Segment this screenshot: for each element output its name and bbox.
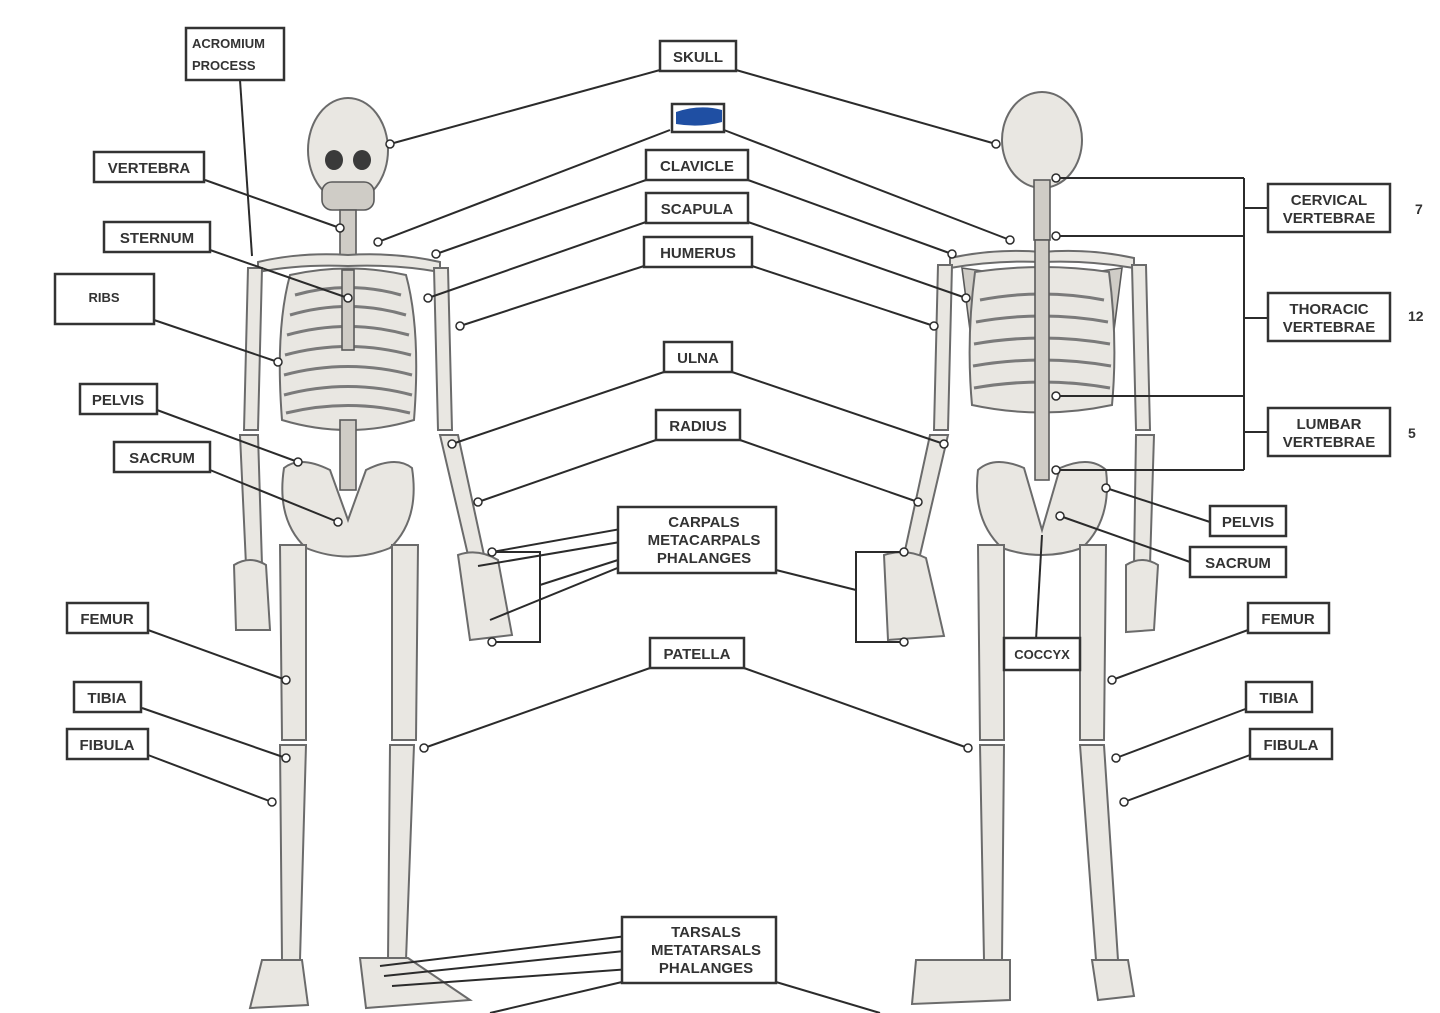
back-skeleton xyxy=(884,92,1158,1004)
label-pelvis-right: PELVIS xyxy=(1210,506,1286,536)
label-metatarsals-text: METATARSALS xyxy=(651,942,761,959)
label-acromium-line1: ACROMIUM xyxy=(192,36,265,51)
label-tibia-right-text: TIBIA xyxy=(1259,690,1298,707)
label-acromium-process: ACROMIUM PROCESS xyxy=(186,28,284,80)
label-fibula-right-text: FIBULA xyxy=(1264,737,1319,754)
label-ribs: RIBS xyxy=(55,274,154,324)
label-radius: RADIUS xyxy=(656,410,740,440)
label-fibula-left-text: FIBULA xyxy=(80,737,135,754)
label-coccyx-text: COCCYX xyxy=(1014,647,1070,662)
label-ulna-text: ULNA xyxy=(677,350,719,367)
label-femur-right-text: FEMUR xyxy=(1261,611,1314,628)
label-humerus-text: HUMERUS xyxy=(660,245,736,262)
label-tarsals-text: TARSALS xyxy=(671,924,741,941)
label-hand-group: CARPALS METACARPALS PHALANGES xyxy=(618,507,776,573)
label-skull-text: SKULL xyxy=(673,49,723,66)
label-thoracic-line1: THORACIC xyxy=(1289,301,1368,318)
label-vertebra-text: VERTEBRA xyxy=(108,160,191,177)
label-ulna: ULNA xyxy=(664,342,732,372)
label-foot-group: TARSALS METATARSALS PHALANGES xyxy=(622,917,776,983)
label-lumbar-line1: LUMBAR xyxy=(1297,416,1362,433)
label-tibia-left-text: TIBIA xyxy=(87,690,126,707)
label-femur-right: FEMUR xyxy=(1248,603,1329,633)
label-sternum-text: STERNUM xyxy=(120,230,194,247)
label-fibula-left: FIBULA xyxy=(67,729,148,759)
label-clavicle: CLAVICLE xyxy=(646,150,748,180)
label-femur-left: FEMUR xyxy=(67,603,148,633)
label-acromium-line2: PROCESS xyxy=(192,58,256,73)
label-pelvis-left: PELVIS xyxy=(80,384,157,414)
label-thoracic: THORACIC VERTEBRAE xyxy=(1268,293,1390,341)
label-humerus: HUMERUS xyxy=(644,237,752,267)
count-thoracic: 12 xyxy=(1408,308,1424,324)
label-sacrum-left: SACRUM xyxy=(114,442,210,472)
label-foot-phalanges-text: PHALANGES xyxy=(659,960,753,977)
label-cervical-line2: VERTEBRAE xyxy=(1283,210,1376,227)
count-lumbar: 5 xyxy=(1408,425,1416,441)
label-sacrum-right-text: SACRUM xyxy=(1205,555,1271,572)
label-pelvis-right-text: PELVIS xyxy=(1222,514,1274,531)
label-patella-text: PATELLA xyxy=(664,646,731,663)
redaction-mark xyxy=(676,107,722,125)
label-radius-text: RADIUS xyxy=(669,418,727,435)
label-tibia-left: TIBIA xyxy=(74,682,141,712)
label-femur-left-text: FEMUR xyxy=(80,611,133,628)
label-lumbar: LUMBAR VERTEBRAE xyxy=(1268,408,1390,456)
label-scapula: SCAPULA xyxy=(646,193,748,223)
label-skull: SKULL xyxy=(660,41,736,71)
label-sacrum-right: SACRUM xyxy=(1190,547,1286,577)
label-thoracic-line2: VERTEBRAE xyxy=(1283,319,1376,336)
label-clavicle-text: CLAVICLE xyxy=(660,158,734,175)
front-skeleton xyxy=(234,98,512,1008)
label-fibula-right: FIBULA xyxy=(1250,729,1332,759)
label-hand-phalanges-text: PHALANGES xyxy=(657,550,751,567)
label-pelvis-left-text: PELVIS xyxy=(92,392,144,409)
label-sternum: STERNUM xyxy=(104,222,210,252)
label-ribs-text: RIBS xyxy=(88,290,119,305)
label-metacarpals-text: METACARPALS xyxy=(648,532,761,549)
label-vertebra: VERTEBRA xyxy=(94,152,204,182)
label-patella: PATELLA xyxy=(650,638,744,668)
count-cervical: 7 xyxy=(1415,201,1423,217)
label-lumbar-line2: VERTEBRAE xyxy=(1283,434,1376,451)
label-sacrum-left-text: SACRUM xyxy=(129,450,195,467)
label-cervical-line1: CERVICAL xyxy=(1291,192,1367,209)
label-scapula-text: SCAPULA xyxy=(661,201,734,218)
label-tibia-right: TIBIA xyxy=(1246,682,1312,712)
label-coccyx: COCCYX xyxy=(1004,638,1080,670)
label-cervical: CERVICAL VERTEBRAE xyxy=(1268,184,1390,232)
label-redacted xyxy=(672,104,724,132)
label-carpals-text: CARPALS xyxy=(668,514,739,531)
